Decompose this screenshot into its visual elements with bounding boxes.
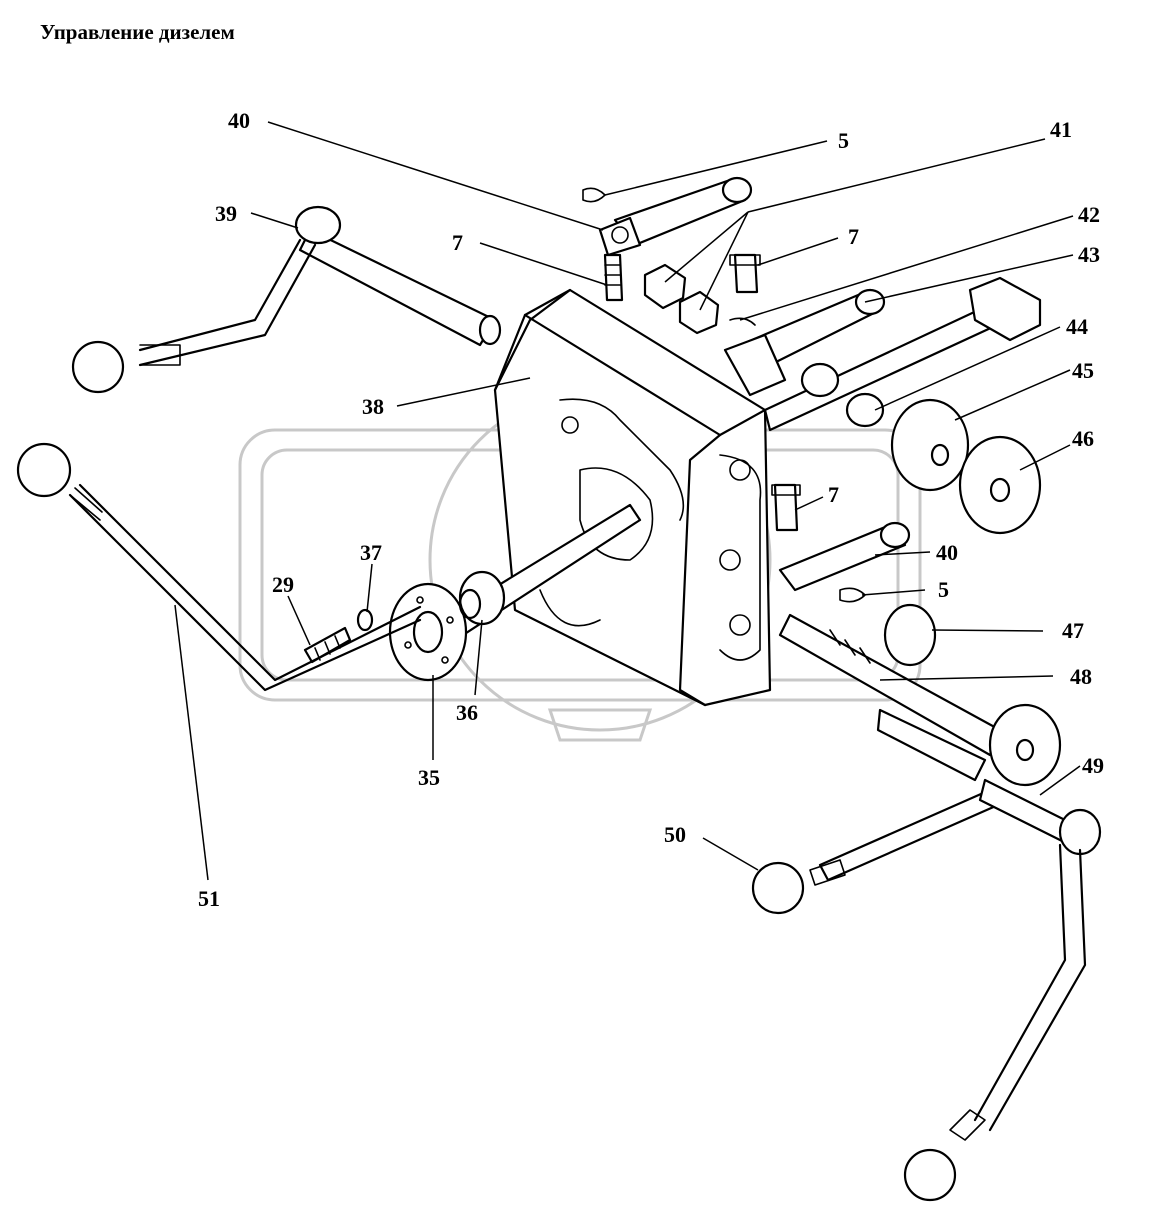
callout-29: 29 [272,572,294,597]
callout-40-upper: 40 [228,108,250,133]
upper-right-linkage [723,276,1042,535]
callout-48: 48 [1070,664,1092,689]
leader-lines [174,121,1081,881]
callout-49: 49 [1082,753,1104,778]
callout-41: 41 [1050,117,1072,142]
callout-35: 35 [418,765,440,790]
housing-38 [493,288,772,707]
callout-7-right: 7 [848,224,859,249]
callout-labels: 40 5 41 39 7 7 42 43 38 44 45 46 7 37 29… [198,108,1104,911]
callout-50: 50 [664,822,686,847]
callout-46: 46 [1072,426,1094,451]
lever-51 [16,442,422,692]
callout-37: 37 [360,540,382,565]
callout-39: 39 [215,201,237,226]
callout-42: 42 [1078,202,1100,227]
lever-39 [71,205,502,394]
callout-36: 36 [456,700,478,725]
callout-38: 38 [362,394,384,419]
callout-7-mid: 7 [828,482,839,507]
upper-linkage [582,176,761,335]
lower-right-linkage [771,483,1062,787]
callout-47: 47 [1062,618,1084,643]
callout-45: 45 [1072,358,1094,383]
shaft-assembly [303,503,642,682]
callout-44: 44 [1066,314,1088,339]
page-title: Управление дизелем [40,20,235,44]
lever-49 [751,778,1102,1202]
callout-7-left: 7 [452,230,463,255]
callout-43: 43 [1078,242,1100,267]
callout-5-lower: 5 [938,577,949,602]
callout-51: 51 [198,886,220,911]
callout-40-lower: 40 [936,540,958,565]
callout-5-upper: 5 [838,128,849,153]
